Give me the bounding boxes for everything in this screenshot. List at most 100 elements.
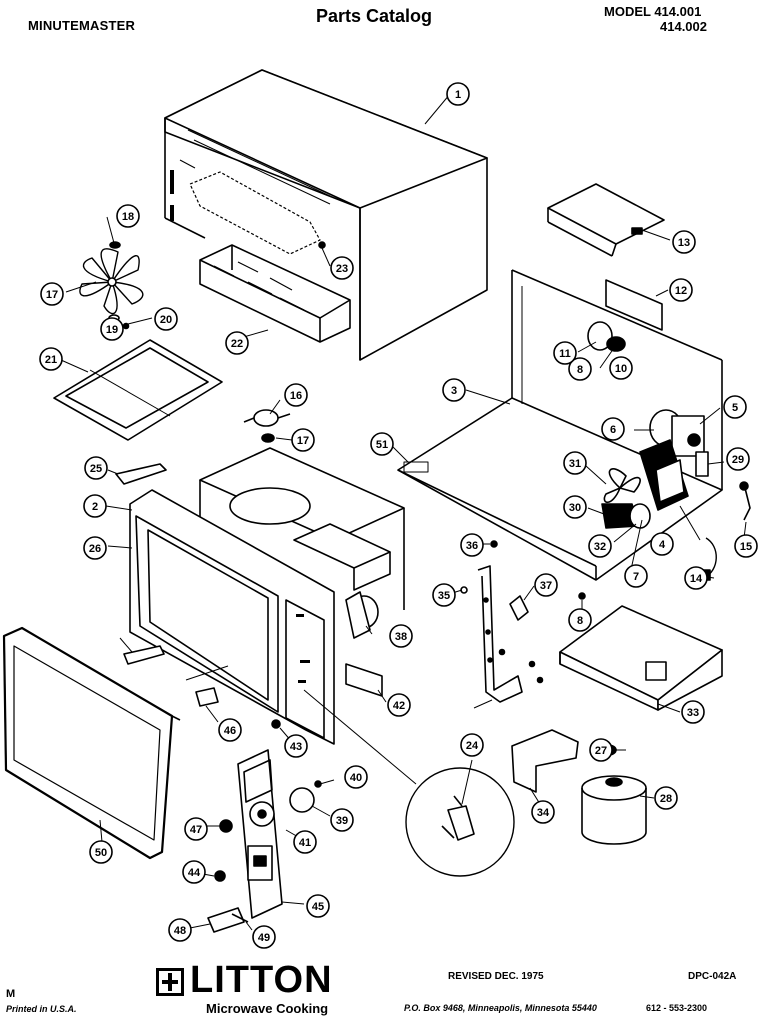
logo-wordmark: LITTON [190,959,333,1001]
callout-28: 28 [654,786,678,810]
callout-number: 40 [350,772,362,784]
outer-cabinet-part [164,69,488,361]
stirrer-motor-part [345,591,379,639]
callout-circle [563,495,587,519]
callout-circle [344,765,368,789]
footer-mark: M [6,988,16,1000]
callout-number: 50 [95,847,107,859]
callout-circle [734,534,758,558]
callout-13: 13 [672,230,696,254]
bottom-plate-part [53,339,223,441]
callout-number: 37 [540,580,552,592]
callout-number: 26 [89,543,101,555]
callout-number: 38 [395,631,407,643]
callout-group: 1234567881011121314151617181719202122232… [39,82,758,949]
control-panel-part [237,749,283,919]
hinge-part [123,645,165,665]
callout-circle [609,356,633,380]
callout-circle [624,564,648,588]
callout-circle [563,451,587,475]
callout-6: 6 [601,417,625,441]
switch-part [695,451,709,477]
callout-circle [446,82,470,106]
callout-8: 8 [568,357,592,381]
callout-number: 12 [675,285,687,297]
callout-circle [116,204,140,228]
callout-circle [568,608,592,632]
callout-number: 2 [92,501,98,513]
callout-number: 16 [290,390,302,402]
plate-part [605,279,663,331]
callout-number: 41 [299,837,311,849]
callout-number: 25 [90,463,102,475]
callout-49: 49 [252,925,276,949]
callout-number: 4 [659,539,666,551]
callout-circle [83,494,107,518]
model-numbers: MODEL 414.001 414.002 [604,4,707,34]
callout-circle [182,860,206,884]
washer-part [122,322,130,330]
callout-circle [650,532,674,556]
callout-15: 15 [734,534,758,558]
chassis-base-part [397,269,723,581]
callout-47: 47 [184,817,208,841]
callout-circle [284,734,308,758]
callout-circle [684,566,708,590]
callout-circle [723,395,747,419]
callout-number: 29 [732,454,744,466]
callout-circle [330,256,354,280]
knob-part [219,819,233,833]
air-guide-part [199,244,351,343]
callout-number: 28 [660,793,672,805]
callout-number: 27 [595,745,607,757]
callout-number: 10 [615,363,627,375]
callout-number: 46 [224,725,236,737]
callout-circle [40,282,64,306]
callout-41: 41 [293,830,317,854]
callout-number: 17 [46,289,58,301]
callout-circle [89,840,113,864]
screw-part [318,241,326,249]
brand-name: MINUTEMASTER [28,18,136,33]
callout-39: 39 [330,808,354,832]
callout-number: 30 [569,502,581,514]
callout-circle [669,278,693,302]
callout-circle [330,808,354,832]
callout-10: 10 [609,356,633,380]
door-part [2,626,181,860]
callout-number: 35 [438,590,450,602]
callout-42: 42 [387,693,411,717]
callout-circle [218,718,242,742]
callout-number: 7 [633,571,639,583]
revision-date: REVISED DEC. 1975 [448,971,544,982]
callout-48: 48 [168,918,192,942]
bracket-part [547,183,665,257]
callout-26: 26 [83,536,107,560]
screw-part [490,540,498,548]
callout-number: 45 [312,901,324,913]
callout-number: 5 [732,402,738,414]
front-frame-part [129,489,335,745]
callout-number: 31 [569,458,581,470]
callout-number: 36 [466,540,478,552]
callout-30: 30 [563,495,587,519]
callout-circle [39,347,63,371]
callout-circle [588,534,612,558]
callout-number: 17 [297,435,309,447]
callout-number: 3 [451,385,457,397]
callout-circle [460,733,484,757]
callout-circle [291,428,315,452]
callout-number: 13 [678,237,690,249]
callout-51: 51 [370,432,394,456]
callout-circle [534,573,558,597]
company-address: P.O. Box 9468, Minneapolis, Minnesota 55… [404,1003,597,1013]
callout-34: 34 [531,800,555,824]
callout-2: 2 [83,494,107,518]
callout-circle [589,738,613,762]
litton-logo-icon [156,968,184,996]
callout-circle [306,894,330,918]
hinge-part [115,463,167,485]
screw-part [271,719,281,729]
callout-circle [168,918,192,942]
callout-12: 12 [669,278,693,302]
